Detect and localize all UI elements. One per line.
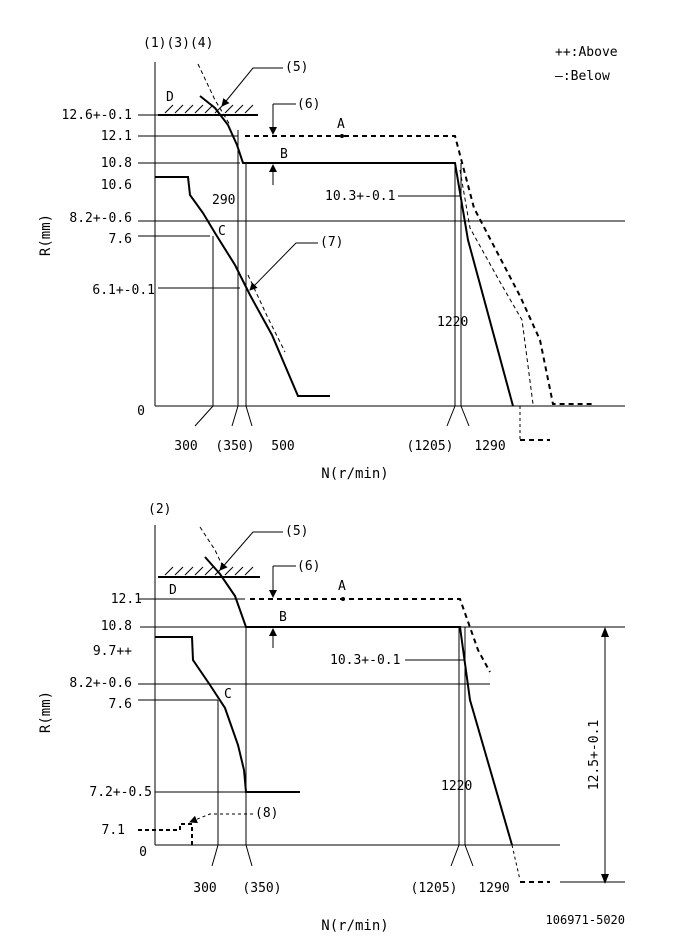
upper-xtick-1290: 1290 [474, 439, 505, 454]
upper-xtick-1205: (1205) [407, 439, 454, 454]
lower-ytick-7-6: 7.6 [109, 697, 132, 712]
upper-ytick-7-6: 7.6 [109, 232, 132, 247]
lower-ytick-10-8: 10.8 [101, 619, 132, 634]
lower-curve-main [204, 556, 513, 846]
lower-xtick-350: (350) [242, 881, 281, 896]
upper-point-C: C [218, 224, 226, 239]
upper-ytick-12-1: 12.1 [101, 129, 132, 144]
lower-dash-tail-v [511, 844, 521, 881]
lower-ytick-9-7: 9.7++ [93, 644, 132, 659]
lower-xdrop-1205 [450, 844, 460, 867]
lower-point-D: D [169, 583, 177, 598]
upper-y-label: R(mm) [38, 214, 54, 256]
lower-y-label: R(mm) [38, 691, 54, 733]
lower-dim-12-5-arrow-bottom [601, 874, 609, 884]
lower-callout-8-leader [189, 813, 253, 824]
lower-point-A: A [338, 579, 346, 594]
upper-label-1220: 1220 [437, 315, 468, 330]
lower-diagram: (2) R(mm) N(r/min) 12.1 10.8 9.7++ 8.2+-… [38, 502, 625, 934]
lower-ytick-12-1: 12.1 [111, 592, 142, 607]
lower-callout-8: (8) [255, 806, 278, 821]
lower-dim-12-5-arrow-top [601, 627, 609, 637]
upper-point-A: A [337, 117, 345, 132]
upper-callout-7-leader [249, 242, 318, 291]
upper-ytick-12-6: 12.6+-0.1 [62, 108, 132, 123]
lower-xdrop-350 [245, 844, 253, 867]
lower-xdrop-1290 [464, 844, 474, 867]
upper-diagram: (1)(3)(4) R(mm) N(r/min) 12.6+-0.1 12.1 … [38, 36, 625, 482]
upper-xdrop-1290 [460, 405, 470, 427]
lower-label-10-3: 10.3+-0.1 [330, 653, 400, 668]
lower-point-C: C [224, 687, 232, 702]
upper-curve-main [199, 95, 514, 407]
lower-hatch [164, 566, 254, 576]
lower-ytick-0: 0 [139, 845, 147, 860]
lower-point-B: B [279, 610, 287, 625]
lower-x-label: N(r/min) [321, 918, 388, 934]
upper-dash-top [197, 63, 231, 126]
lower-ytick-7-2: 7.2+-0.5 [89, 785, 152, 800]
upper-callout-6: (6) [297, 97, 320, 112]
lower-ytick-7-1: 7.1 [102, 823, 125, 838]
upper-curve-A [245, 135, 593, 405]
lower-step-8 [138, 823, 193, 845]
legend-above: ++:Above [555, 45, 618, 60]
upper-conditions: (1)(3)(4) [143, 36, 213, 51]
lower-label-1220: 1220 [441, 779, 472, 794]
upper-x-label: N(r/min) [321, 466, 388, 482]
upper-curve-low [155, 176, 330, 397]
upper-point-D: D [166, 90, 174, 105]
upper-xtick-500: 500 [271, 439, 294, 454]
lower-callout-5-leader [219, 531, 283, 571]
upper-ytick-6-1: 6.1+-0.1 [92, 283, 155, 298]
upper-callout-5: (5) [285, 60, 308, 75]
upper-xdrop-300 [194, 405, 214, 427]
legend-below: —:Below [555, 69, 610, 84]
lower-ytick-8-2: 8.2+-0.6 [69, 676, 132, 691]
lower-callout-6: (6) [297, 559, 320, 574]
upper-point-A-dot [340, 134, 344, 138]
lower-dim-12-5: 12.5+-0.1 [587, 720, 602, 790]
upper-ytick-0: 0 [137, 404, 145, 419]
lower-xtick-1205: (1205) [411, 881, 458, 896]
upper-curve-dashed-2 [459, 169, 534, 405]
lower-xtick-1290: 1290 [478, 881, 509, 896]
upper-hatch [164, 104, 254, 114]
upper-point-B: B [280, 147, 288, 162]
upper-xdrop-1205 [446, 405, 456, 427]
lower-callout-5: (5) [285, 524, 308, 539]
upper-xtick-300: 300 [174, 439, 197, 454]
upper-ytick-8-2: 8.2+-0.6 [69, 211, 132, 226]
lower-conditions: (2) [148, 502, 171, 517]
upper-ytick-10-8: 10.8 [101, 156, 132, 171]
upper-xdrop-500 [245, 405, 253, 427]
upper-xtick-350: (350) [215, 439, 254, 454]
lower-curve-A [250, 598, 491, 673]
footer-code: 106971-5020 [546, 913, 625, 927]
lower-curve-low [155, 636, 300, 793]
lower-point-A-dot [341, 597, 345, 601]
upper-callout-5-leader [221, 67, 283, 107]
upper-ytick-10-6: 10.6 [101, 178, 132, 193]
lower-dash-top [199, 526, 223, 566]
upper-xdrop-350 [231, 405, 239, 427]
lower-xdrop-300 [211, 844, 219, 867]
upper-label-290: 290 [212, 193, 235, 208]
lower-xtick-300: 300 [193, 881, 216, 896]
upper-label-10-3: 10.3+-0.1 [325, 189, 395, 204]
upper-callout-7: (7) [320, 235, 343, 250]
